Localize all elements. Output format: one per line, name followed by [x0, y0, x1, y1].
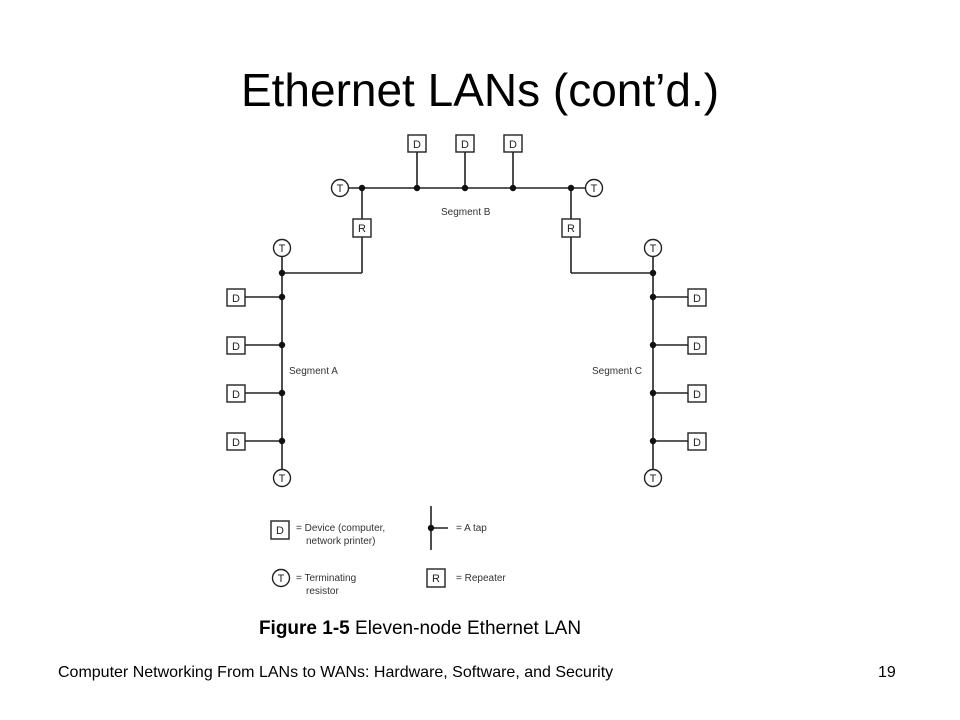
legend-terminator-label: T	[278, 573, 285, 585]
tap	[649, 437, 657, 445]
device-box	[226, 432, 246, 451]
terminator	[272, 468, 292, 488]
repeater-label: R	[358, 223, 366, 235]
terminator-label: T	[337, 183, 344, 195]
tap	[649, 293, 657, 301]
device-box	[687, 432, 707, 451]
tap	[358, 184, 366, 192]
repeater-box	[352, 218, 372, 238]
tap	[278, 437, 286, 445]
legend-device-text: network printer)	[306, 536, 375, 547]
tap	[649, 269, 657, 277]
device-label: D	[693, 389, 701, 401]
legend-device-text: = Device (computer,	[296, 523, 385, 534]
device-box	[687, 384, 707, 403]
legend-repeater-text: = Repeater	[456, 573, 506, 584]
figure-caption: Figure 1-5 Eleven-node Ethernet LAN	[0, 617, 840, 641]
legend-repeater-box	[426, 568, 446, 588]
figure-title: Eleven-node Ethernet LAN	[349, 618, 582, 639]
terminator	[643, 238, 663, 258]
slide-footer: Computer Networking From LANs to WANs: H…	[58, 664, 614, 681]
terminator-label: T	[279, 473, 286, 485]
device-label: D	[461, 139, 469, 151]
device-label: D	[693, 293, 701, 305]
device-label: D	[509, 139, 517, 151]
device-box	[687, 288, 707, 307]
tap	[649, 389, 657, 397]
legend-terminator	[271, 568, 291, 588]
terminator	[643, 468, 663, 488]
tap	[567, 184, 575, 192]
legend-terminator-text: resistor	[306, 586, 339, 597]
device-label: D	[413, 139, 421, 151]
tap	[278, 389, 286, 397]
legend-tap-text: = A tap	[456, 523, 487, 534]
slide-title: Ethernet LANs (cont’d.)	[240, 64, 720, 116]
device-label: D	[232, 293, 240, 305]
tap	[649, 341, 657, 349]
tap	[413, 184, 421, 192]
legend-tap-dot	[427, 524, 435, 532]
device-box	[687, 336, 707, 355]
tap	[278, 293, 286, 301]
figure-number: Figure 1-5	[258, 618, 350, 639]
device-box	[407, 134, 427, 153]
device-label: D	[232, 437, 240, 449]
device-box	[503, 134, 523, 153]
tap	[278, 341, 286, 349]
repeater-label: R	[567, 223, 575, 235]
tap	[509, 184, 517, 192]
tap	[278, 269, 286, 277]
device-box	[455, 134, 475, 153]
terminator-label: T	[650, 243, 657, 255]
segment-c-label: Segment C	[592, 366, 642, 377]
device-label: D	[693, 341, 701, 353]
terminator	[272, 238, 292, 258]
legend-repeater-label: R	[432, 573, 440, 585]
terminator-label: T	[279, 243, 286, 255]
tap	[461, 184, 469, 192]
device-label: D	[232, 389, 240, 401]
repeater-box	[561, 218, 581, 238]
segment-b-label: Segment B	[441, 207, 491, 218]
legend-device-label: D	[276, 525, 284, 537]
legend-terminator-text: = Terminating	[296, 573, 356, 584]
device-box	[226, 384, 246, 403]
segment-a-label: Segment A	[289, 366, 338, 377]
terminator-label: T	[591, 183, 598, 195]
legend-device-box	[270, 520, 290, 540]
terminator-label: T	[650, 473, 657, 485]
terminator	[330, 178, 350, 198]
device-label: D	[693, 437, 701, 449]
device-box	[226, 288, 246, 307]
terminator	[584, 178, 604, 198]
device-label: D	[232, 341, 240, 353]
page-number: 19	[878, 664, 896, 681]
device-box	[226, 336, 246, 355]
